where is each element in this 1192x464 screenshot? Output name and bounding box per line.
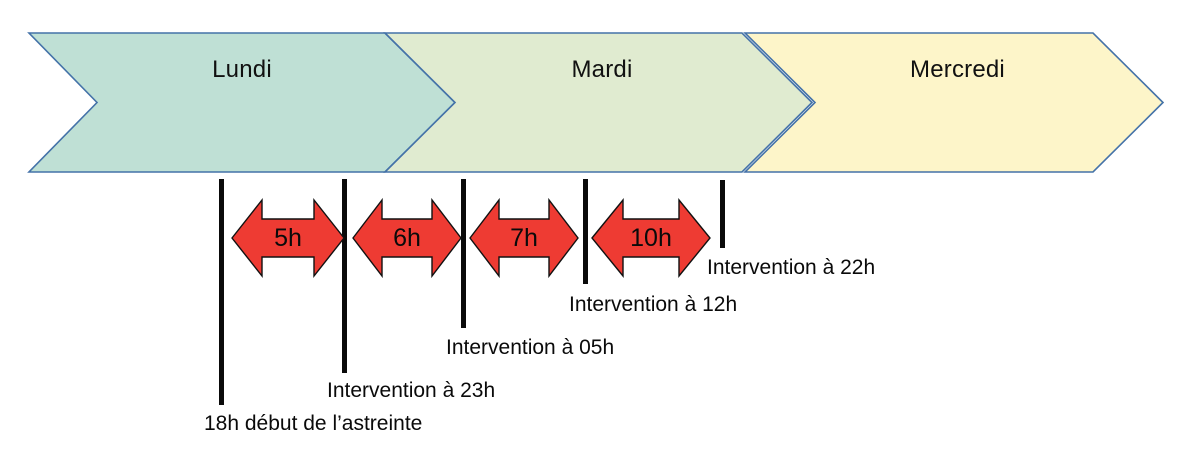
day-label-mercredi: Mercredi xyxy=(752,0,1163,139)
duration-arrow-5h-shape xyxy=(231,197,345,279)
day-chevron-mardi xyxy=(383,32,814,173)
event-caption-12h: Intervention à 12h xyxy=(569,293,738,316)
duration-arrow-7h-shape xyxy=(469,197,579,279)
event-caption-05h: Intervention à 05h xyxy=(446,336,615,359)
event-tick-22h xyxy=(720,180,725,248)
duration-arrow-7h: 7h xyxy=(469,195,579,281)
event-tick-18h xyxy=(219,179,224,405)
day-label-mardi-text: Mardi xyxy=(571,55,633,83)
event-tick-12h xyxy=(583,179,588,284)
event-caption-22h: Intervention à 22h xyxy=(707,256,876,279)
day-chevron-mercredi xyxy=(743,32,1165,173)
duration-arrow-10h-shape xyxy=(591,198,711,278)
duration-arrow-10h: 10h xyxy=(591,195,711,281)
day-chevron-mardi-shape xyxy=(383,32,814,173)
day-banner: Lundi Mardi Mercredi xyxy=(0,0,1192,200)
day-label-mardi: Mardi xyxy=(392,0,812,139)
duration-arrow-6h-shape xyxy=(352,197,462,279)
duration-arrow-5h: 5h xyxy=(231,195,345,281)
event-tick-05h xyxy=(461,179,466,328)
event-caption-18h: 18h début de l’astreinte xyxy=(204,412,423,435)
event-tick-23h xyxy=(342,179,347,373)
day-label-lundi-text: Lundi xyxy=(212,55,272,83)
duration-arrow-6h: 6h xyxy=(352,195,462,281)
day-label-mercredi-text: Mercredi xyxy=(910,55,1005,83)
day-chevron-mercredi-shape xyxy=(743,32,1165,173)
event-caption-23h: Intervention à 23h xyxy=(327,379,496,402)
day-label-lundi: Lundi xyxy=(29,0,455,139)
